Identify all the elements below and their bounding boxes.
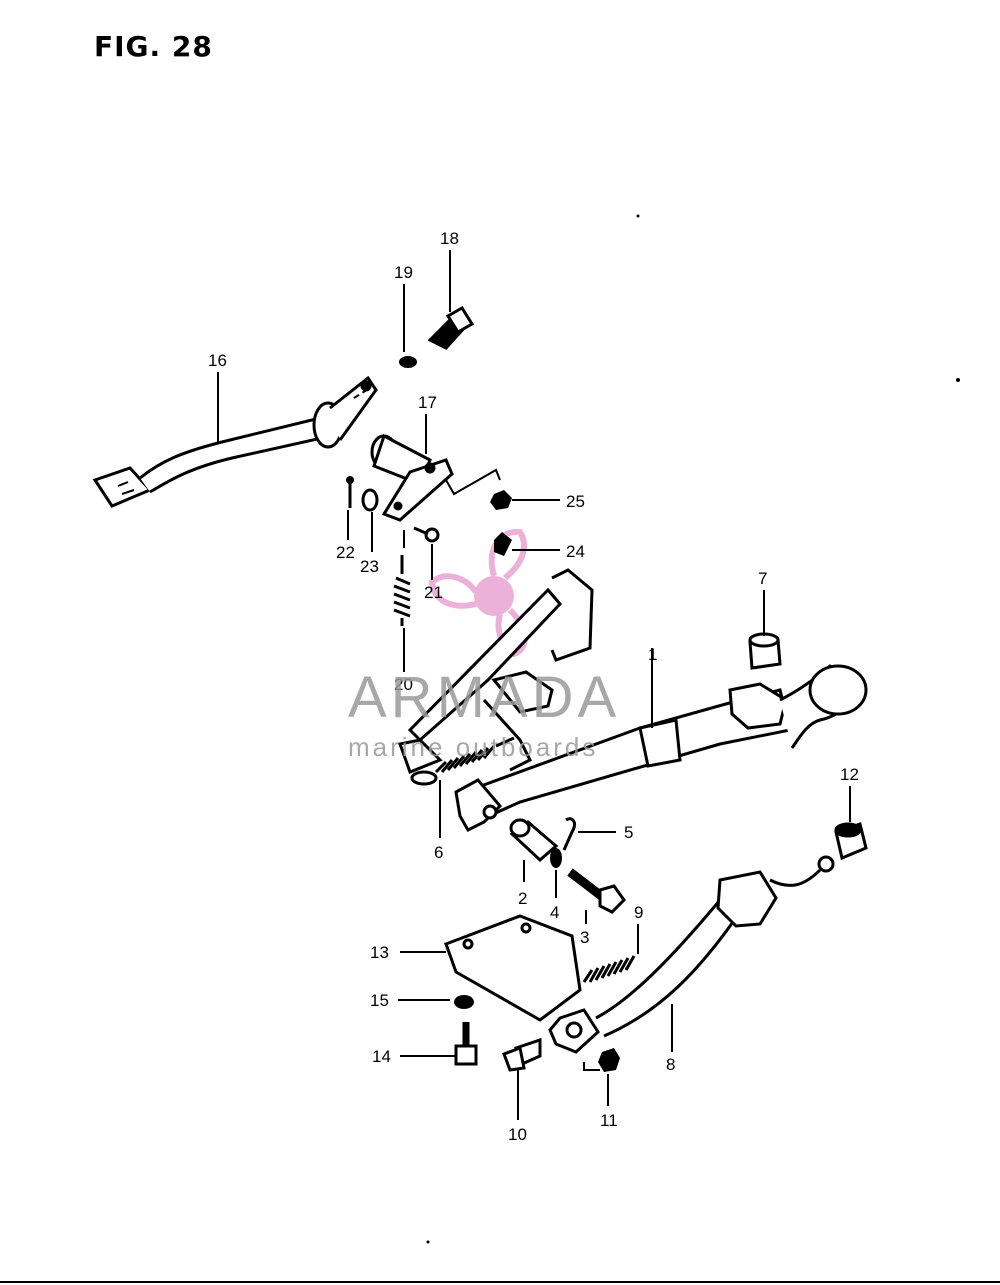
leader-lines	[217, 250, 851, 1120]
callout-11: 11	[600, 1111, 618, 1130]
scan-specks	[426, 214, 960, 1244]
callout-5: 5	[624, 823, 633, 842]
callout-7: 7	[758, 569, 767, 588]
callout-18: 18	[440, 229, 459, 248]
callout-16: 16	[208, 351, 227, 370]
washer-4	[550, 848, 562, 868]
bolt-24	[494, 532, 512, 556]
bolt-3	[567, 868, 626, 914]
callout-24: 24	[566, 542, 585, 561]
washer-23	[361, 488, 379, 512]
spring-9	[582, 955, 636, 983]
stopper-7	[748, 632, 782, 670]
side-stand	[548, 855, 835, 1054]
callout-22: 22	[336, 543, 355, 562]
callout-15: 15	[370, 991, 389, 1010]
callout-25: 25	[566, 492, 585, 511]
callout-14: 14	[372, 1047, 391, 1066]
callout-6: 6	[434, 843, 443, 862]
washer-19	[399, 356, 417, 368]
bottom-border	[0, 1281, 1000, 1283]
callout-21: 21	[424, 583, 443, 602]
callout-3: 3	[580, 928, 589, 947]
callout-10: 10	[508, 1125, 527, 1144]
callout-9: 9	[634, 903, 643, 922]
callout-4: 4	[550, 903, 559, 922]
callout-20: 20	[394, 675, 413, 694]
bolt-18	[427, 305, 475, 350]
callout-13: 13	[370, 943, 389, 962]
callout-12: 12	[840, 765, 859, 784]
spring-20	[393, 555, 411, 626]
watermark-brand: ARMADA	[348, 665, 621, 730]
spring-6	[410, 736, 515, 786]
center-stand	[398, 568, 868, 832]
watermark-tagline: marine outboards	[348, 732, 599, 762]
collar-2	[509, 818, 559, 863]
watermark-logo-icon	[428, 528, 528, 658]
washer-15	[454, 995, 474, 1009]
nut-11	[598, 1048, 620, 1072]
brake-pedal	[92, 375, 378, 508]
callout-8: 8	[666, 1055, 675, 1074]
callout-23: 23	[360, 557, 379, 576]
bolt-10	[502, 1037, 542, 1072]
brake-shaft-lever	[370, 433, 454, 522]
bolt-21	[413, 526, 440, 543]
callout-19: 19	[394, 263, 413, 282]
nut-25	[490, 490, 512, 510]
callout-labels: 1 2 3 4 5 6 7 8 9 10 11 12 13 14 15 16 1…	[208, 229, 859, 1144]
callout-2: 2	[518, 889, 527, 908]
bracket-13	[444, 914, 582, 1022]
callout-1: 1	[648, 645, 657, 664]
callout-17: 17	[418, 393, 437, 412]
clip-5	[562, 817, 576, 851]
stopper-12	[834, 822, 868, 861]
figure-title: FIG. 28	[94, 30, 213, 63]
bolt-14	[454, 1022, 478, 1066]
